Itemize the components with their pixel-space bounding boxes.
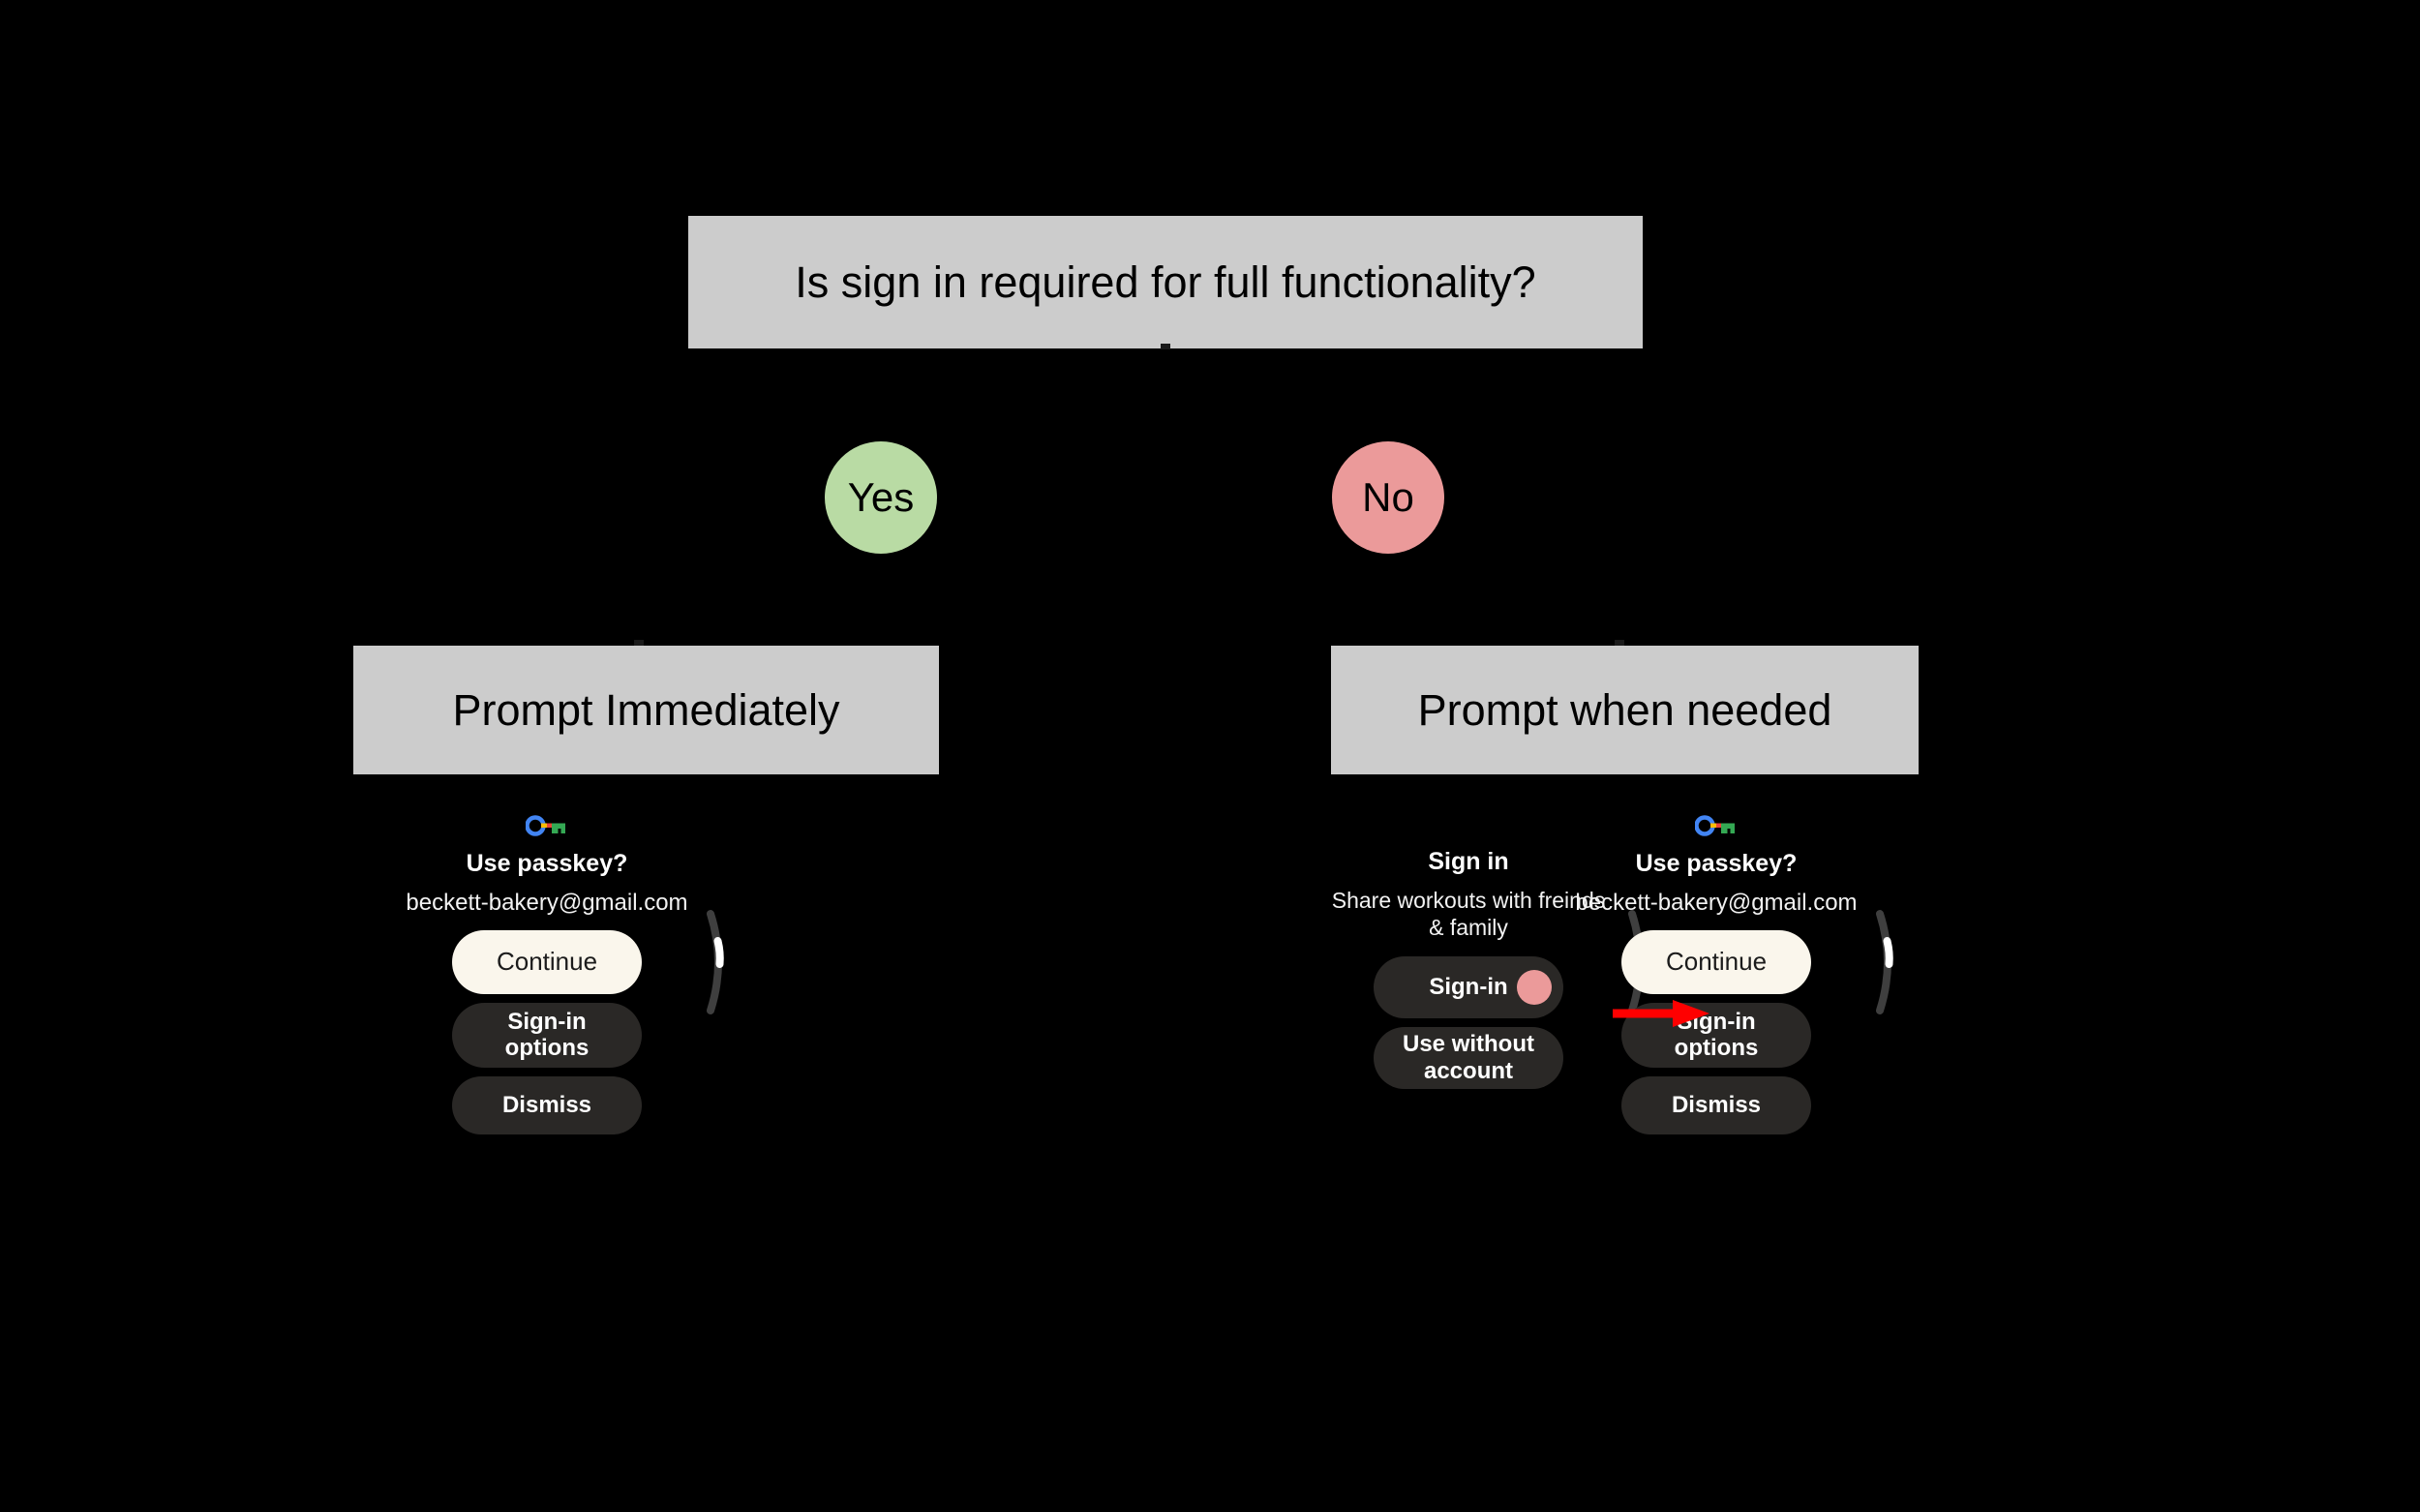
passkey-dialog-left: Use passkey? beckett-bakery@gmail.com Co… — [387, 815, 724, 1143]
red-arrow-icon — [1613, 1000, 1709, 1027]
branch-label-no: No — [1362, 474, 1414, 520]
passkey-icon — [526, 815, 565, 836]
passkey-dialog-account: beckett-bakery@gmail.com — [406, 889, 688, 916]
signin-dialog-title: Sign in — [1428, 848, 1509, 875]
use-without-account-button[interactable]: Use without account — [1374, 1026, 1563, 1089]
scroll-indicator[interactable] — [705, 908, 730, 1016]
signin-dialog: Sign in Share workouts with freinds & fa… — [1309, 815, 1646, 1098]
connector-stub-left — [634, 640, 644, 646]
scroll-indicator[interactable] — [1874, 908, 1899, 1016]
dismiss-button[interactable]: Dismiss — [1621, 1075, 1811, 1134]
passkey-dialog-title: Use passkey? — [1635, 850, 1798, 877]
branch-label-yes: Yes — [847, 474, 915, 520]
connector-stub-question — [1161, 344, 1170, 349]
continue-button[interactable]: Continue — [1621, 930, 1811, 995]
passkey-dialog-account: beckett-bakery@gmail.com — [1575, 889, 1858, 916]
passkey-dialog-title: Use passkey? — [466, 850, 628, 877]
sign-in-button-label: Sign-in — [1429, 974, 1508, 1001]
passkey-dialog-right: Use passkey? beckett-bakery@gmail.com Co… — [1557, 815, 1893, 1143]
dismiss-button[interactable]: Dismiss — [452, 1075, 642, 1134]
branch-circle-yes: Yes — [825, 441, 937, 554]
tap-indicator-dot — [1517, 969, 1552, 1005]
branch-circle-no: No — [1332, 441, 1444, 554]
sign-in-button[interactable]: Sign-in — [1374, 955, 1563, 1018]
signin-dialog-subtitle: Share workouts with freinds & family — [1331, 887, 1606, 940]
continue-button[interactable]: Continue — [452, 930, 642, 995]
decision-question-box: Is sign in required for full functionali… — [688, 216, 1643, 348]
sign-in-options-button[interactable]: Sign-in options — [452, 1003, 642, 1068]
outcome-box-prompt-immediately: Prompt Immediately — [353, 646, 939, 774]
connector-stub-right — [1615, 640, 1624, 646]
outcome-box-prompt-when-needed: Prompt when needed — [1331, 646, 1919, 774]
passkey-icon — [1695, 815, 1735, 836]
